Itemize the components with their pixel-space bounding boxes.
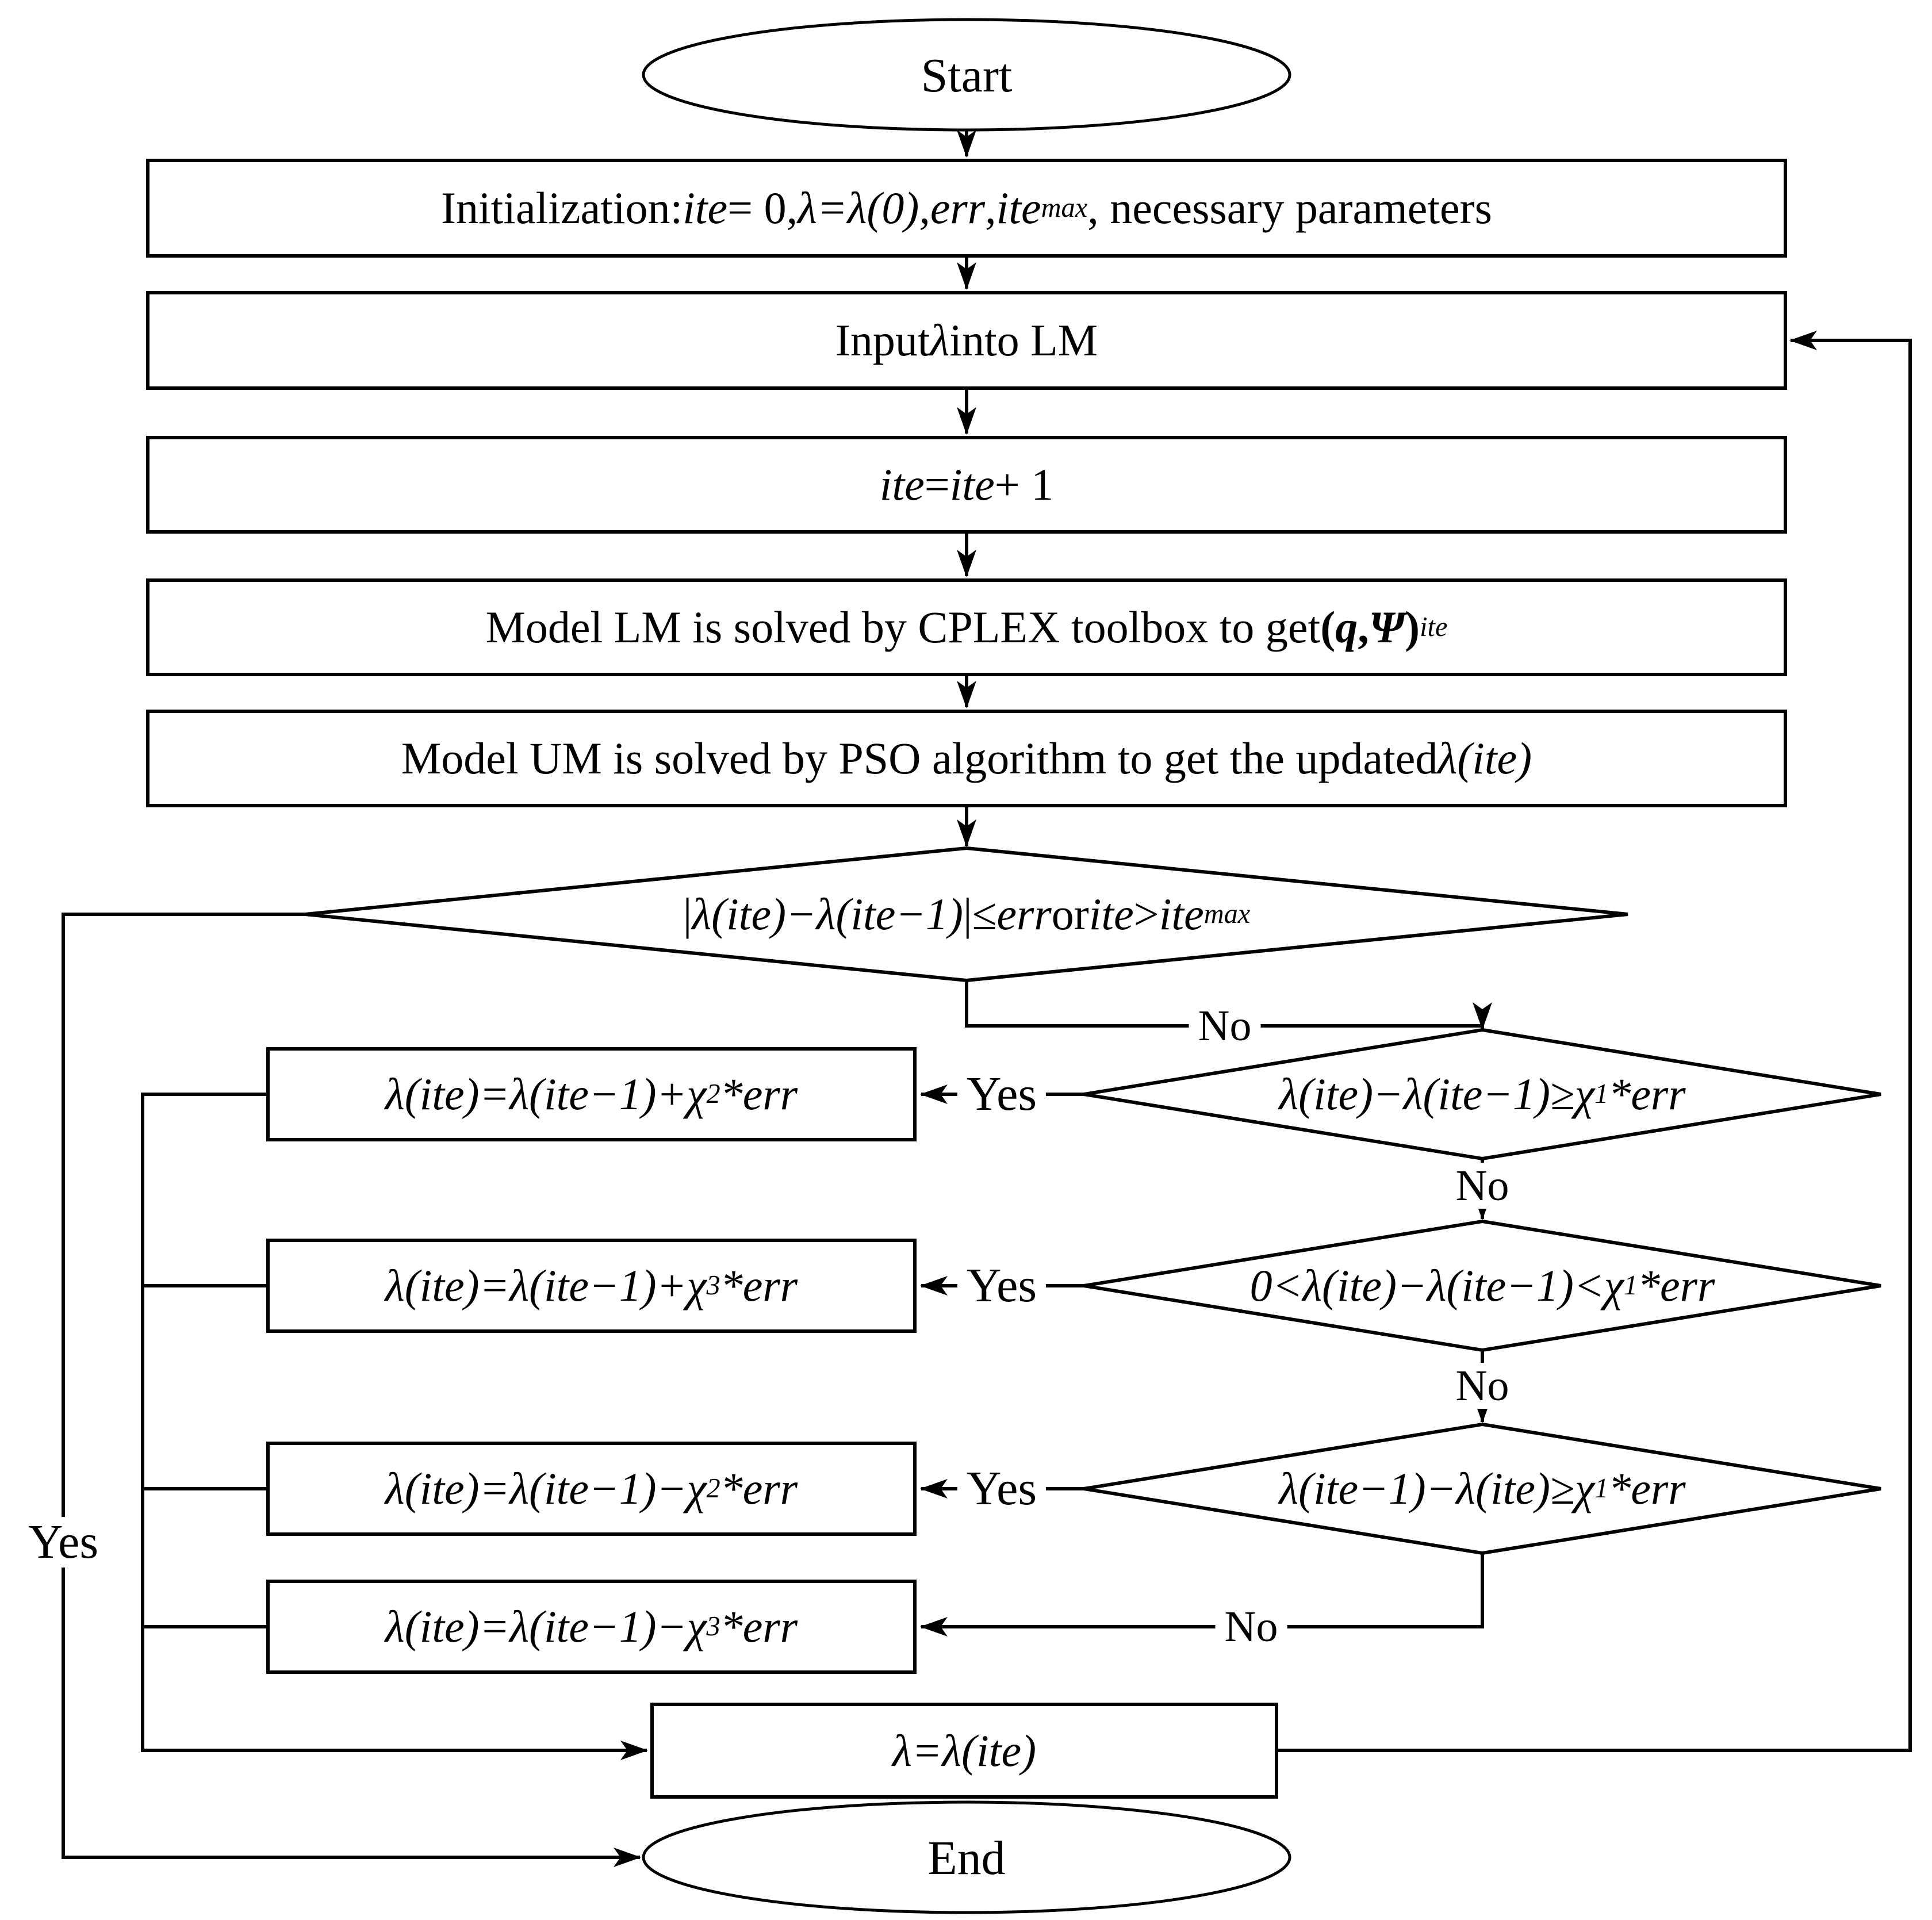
label-d3-no: No bbox=[1446, 1363, 1519, 1409]
assign-lambda-process: λ=λ(ite) bbox=[650, 1703, 1278, 1799]
solve-lm-cplex-process: Model LM is solved by CPLEX toolbox to g… bbox=[146, 578, 1787, 676]
diff-between-0-chi1-decision-shape bbox=[1083, 1219, 1881, 1352]
connectors bbox=[62, 130, 1912, 1867]
label-d2-no: No bbox=[1446, 1163, 1519, 1209]
convergence-decision-shape bbox=[305, 846, 1628, 983]
connector-boxes-lambda bbox=[141, 1093, 648, 1760]
connector-d4-no-boxD bbox=[920, 1553, 1484, 1637]
label-d4-no: No bbox=[1215, 1604, 1287, 1650]
increment-ite-process: ite = ite + 1 bbox=[146, 436, 1787, 534]
connector-lambda-input-feedback bbox=[1278, 331, 1912, 1752]
label-d1-no: No bbox=[1189, 1003, 1261, 1049]
start-label: Start bbox=[921, 49, 1013, 102]
label-d2-yes: Yes bbox=[957, 1069, 1046, 1120]
connector-d1-yes-end bbox=[62, 913, 641, 1867]
end-terminator-shape bbox=[642, 1800, 1291, 1914]
solve-um-pso-process: Model UM is solved by PSO algorithm to g… bbox=[146, 710, 1787, 807]
label-d3-yes: Yes bbox=[957, 1260, 1046, 1311]
label-d1-yes: Yes bbox=[18, 1517, 108, 1568]
end-label: End bbox=[927, 1831, 1006, 1885]
initialization-process: Initialization: ite = 0, λ=λ(0), err, it… bbox=[146, 159, 1787, 258]
negdiff-ge-chi1-decision-shape bbox=[1083, 1422, 1881, 1555]
input-lambda-process: Input λ into LM bbox=[146, 291, 1787, 390]
label-d4-yes: Yes bbox=[957, 1463, 1046, 1514]
